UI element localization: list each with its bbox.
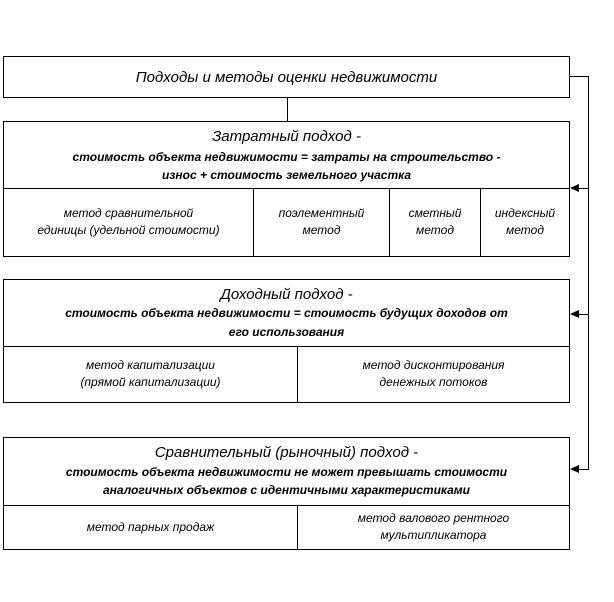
income-approach-formula-line2: его использования (228, 324, 345, 339)
income-approach-divider (4, 346, 569, 347)
right-connector-to-income (579, 314, 589, 315)
cost-method-divider-2 (389, 188, 390, 256)
cost-method-divider-1 (253, 188, 254, 256)
cost-method-comparative-unit: метод сравнительной единицы (удельной ст… (37, 206, 220, 237)
root-box: Подходы и методы оценки недвижимости (3, 56, 570, 98)
income-approach-formula-line1: стоимость объекта недвижимости = стоимос… (65, 305, 508, 320)
income-approach-title: Доходный подход - (220, 285, 353, 303)
income-method-discounting: метод дисконтирования денежных потоков (362, 358, 505, 389)
market-method-gross-rent-multiplier: метод валового рентного мультипликатора (357, 511, 510, 542)
market-method-divider (297, 505, 298, 549)
market-approach-formula-line2: аналогичных объектов с идентичными харак… (102, 482, 471, 497)
market-approach-title: Сравнительный (рыночный) подход - (154, 443, 419, 461)
root-title: Подходы и методы оценки недвижимости (135, 68, 438, 86)
arrow-to-income-icon (570, 310, 579, 318)
cost-method-divider-3 (480, 188, 481, 256)
income-approach-box: Доходный подход - стоимость объекта недв… (3, 279, 570, 403)
market-approach-divider (4, 505, 569, 506)
market-method-paired-sales: метод парных продаж (86, 519, 215, 534)
arrow-to-cost-icon (570, 184, 579, 192)
cost-approach-title: Затратный подход - (212, 127, 361, 145)
market-approach-box: Сравнительный (рыночный) подход - стоимо… (3, 437, 570, 550)
cost-approach-divider (4, 188, 569, 189)
arrow-to-market-icon (570, 465, 579, 473)
cost-method-estimate: сметный метод (408, 206, 462, 237)
income-method-capitalization: метод капитализации (прямой капитализаци… (80, 358, 221, 389)
income-method-divider (297, 346, 298, 402)
right-connector-to-market (579, 469, 589, 470)
cost-approach-box: Затратный подход - стоимость объекта нед… (3, 121, 570, 257)
right-connector-top (570, 76, 589, 77)
cost-approach-formula-line1: стоимость объекта недвижимости = затраты… (72, 149, 501, 164)
root-to-cost-connector (287, 98, 288, 122)
right-connector-to-cost (579, 188, 589, 189)
cost-method-elemental: поэлементный метод (278, 206, 365, 237)
cost-approach-formula-line2: износ + стоимость земельного участка (161, 167, 412, 182)
right-connector-vertical (588, 76, 589, 470)
cost-method-index: индексный метод (494, 206, 556, 237)
market-approach-formula-line1: стоимость объекта недвижимости не может … (65, 464, 508, 479)
